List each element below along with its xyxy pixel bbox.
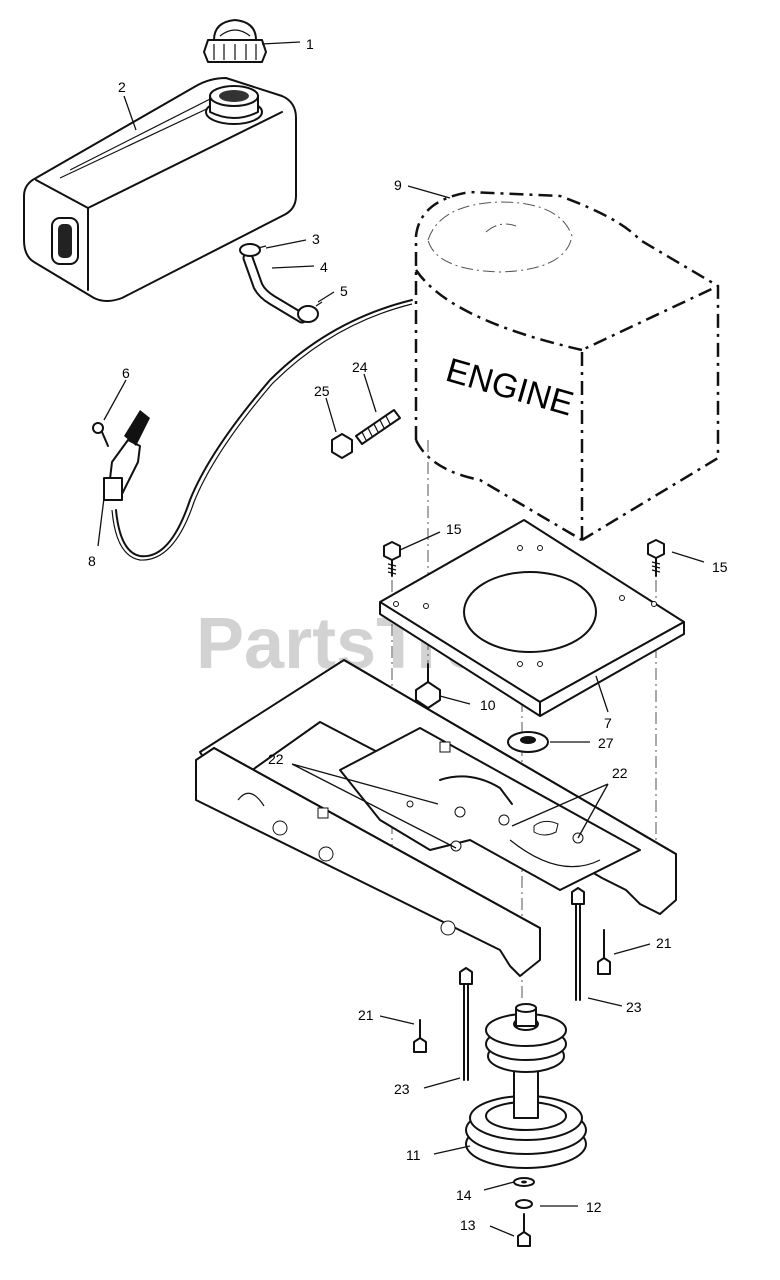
bolt-left [383, 541, 401, 577]
bolt-10 [415, 663, 441, 709]
callout-14: 14 [456, 1187, 472, 1203]
callout-11: 11 [406, 1147, 421, 1163]
engine-phantom: ENGINE [414, 190, 720, 542]
leader-7 [595, 675, 609, 713]
leader-15a [399, 531, 441, 551]
throttle-cable-sheath [111, 303, 413, 561]
washer-14 [513, 1177, 535, 1187]
leader-2 [123, 95, 137, 131]
callout-5: 5 [340, 283, 348, 299]
spacer-27 [507, 731, 549, 753]
callout-15-left: 15 [446, 521, 462, 537]
fuel-line [239, 243, 323, 324]
leader-14 [483, 1181, 515, 1191]
leader-10 [439, 695, 471, 705]
leader-22b [511, 783, 609, 839]
callout-8: 8 [88, 553, 96, 569]
rod-23-right [571, 887, 585, 1001]
callout-24: 24 [352, 359, 368, 375]
callout-12: 12 [586, 1199, 602, 1215]
leader-4 [271, 265, 315, 269]
leader-25 [325, 397, 337, 433]
fuel-cap [203, 19, 267, 63]
leader-8 [97, 497, 105, 547]
callout-2: 2 [118, 79, 126, 95]
lockwasher-12 [515, 1199, 533, 1209]
engine-label: ENGINE [442, 351, 578, 423]
rod-23-left [459, 967, 473, 1081]
throttle-cable [115, 299, 413, 558]
leader-23b [587, 997, 623, 1007]
pulley-11 [465, 1003, 587, 1169]
frame-rails [195, 659, 677, 977]
stud-and-nut [331, 409, 401, 459]
leader-3 [265, 239, 307, 249]
callout-21-right: 21 [656, 935, 672, 951]
fuel-tank [23, 77, 297, 302]
pin-21-right [597, 929, 611, 975]
leader-11 [433, 1145, 471, 1155]
leader-1 [261, 41, 301, 45]
callout-6: 6 [122, 365, 130, 381]
callout-4: 4 [320, 259, 328, 275]
callout-25: 25 [314, 383, 330, 399]
callout-22-right: 22 [612, 765, 628, 781]
bolt-right [647, 539, 665, 577]
callout-7: 7 [604, 715, 612, 731]
leader-22a [291, 763, 457, 849]
throttle-control [92, 410, 150, 501]
leader-13 [489, 1225, 515, 1237]
callout-13: 13 [460, 1217, 476, 1233]
callout-9: 9 [394, 177, 402, 193]
callout-15-right: 15 [712, 559, 728, 575]
callout-1: 1 [306, 36, 314, 52]
leader-9 [407, 185, 451, 199]
leader-15b [671, 551, 705, 563]
engine-mount-plate [379, 519, 685, 717]
pin-21-left [413, 1019, 427, 1053]
leader-6 [103, 379, 127, 421]
callout-22-left: 22 [268, 751, 284, 767]
callout-23-left: 23 [394, 1081, 410, 1097]
leader-24 [363, 373, 377, 413]
callout-27: 27 [598, 735, 614, 751]
callout-10: 10 [480, 697, 496, 713]
leader-21b [379, 1015, 415, 1025]
leader-5 [317, 291, 335, 303]
callout-3: 3 [312, 231, 320, 247]
callout-23-right: 23 [626, 999, 642, 1015]
leader-23a [423, 1077, 461, 1089]
callout-21-left: 21 [358, 1007, 374, 1023]
leader-21a [613, 943, 651, 955]
bolt-13 [517, 1213, 531, 1247]
